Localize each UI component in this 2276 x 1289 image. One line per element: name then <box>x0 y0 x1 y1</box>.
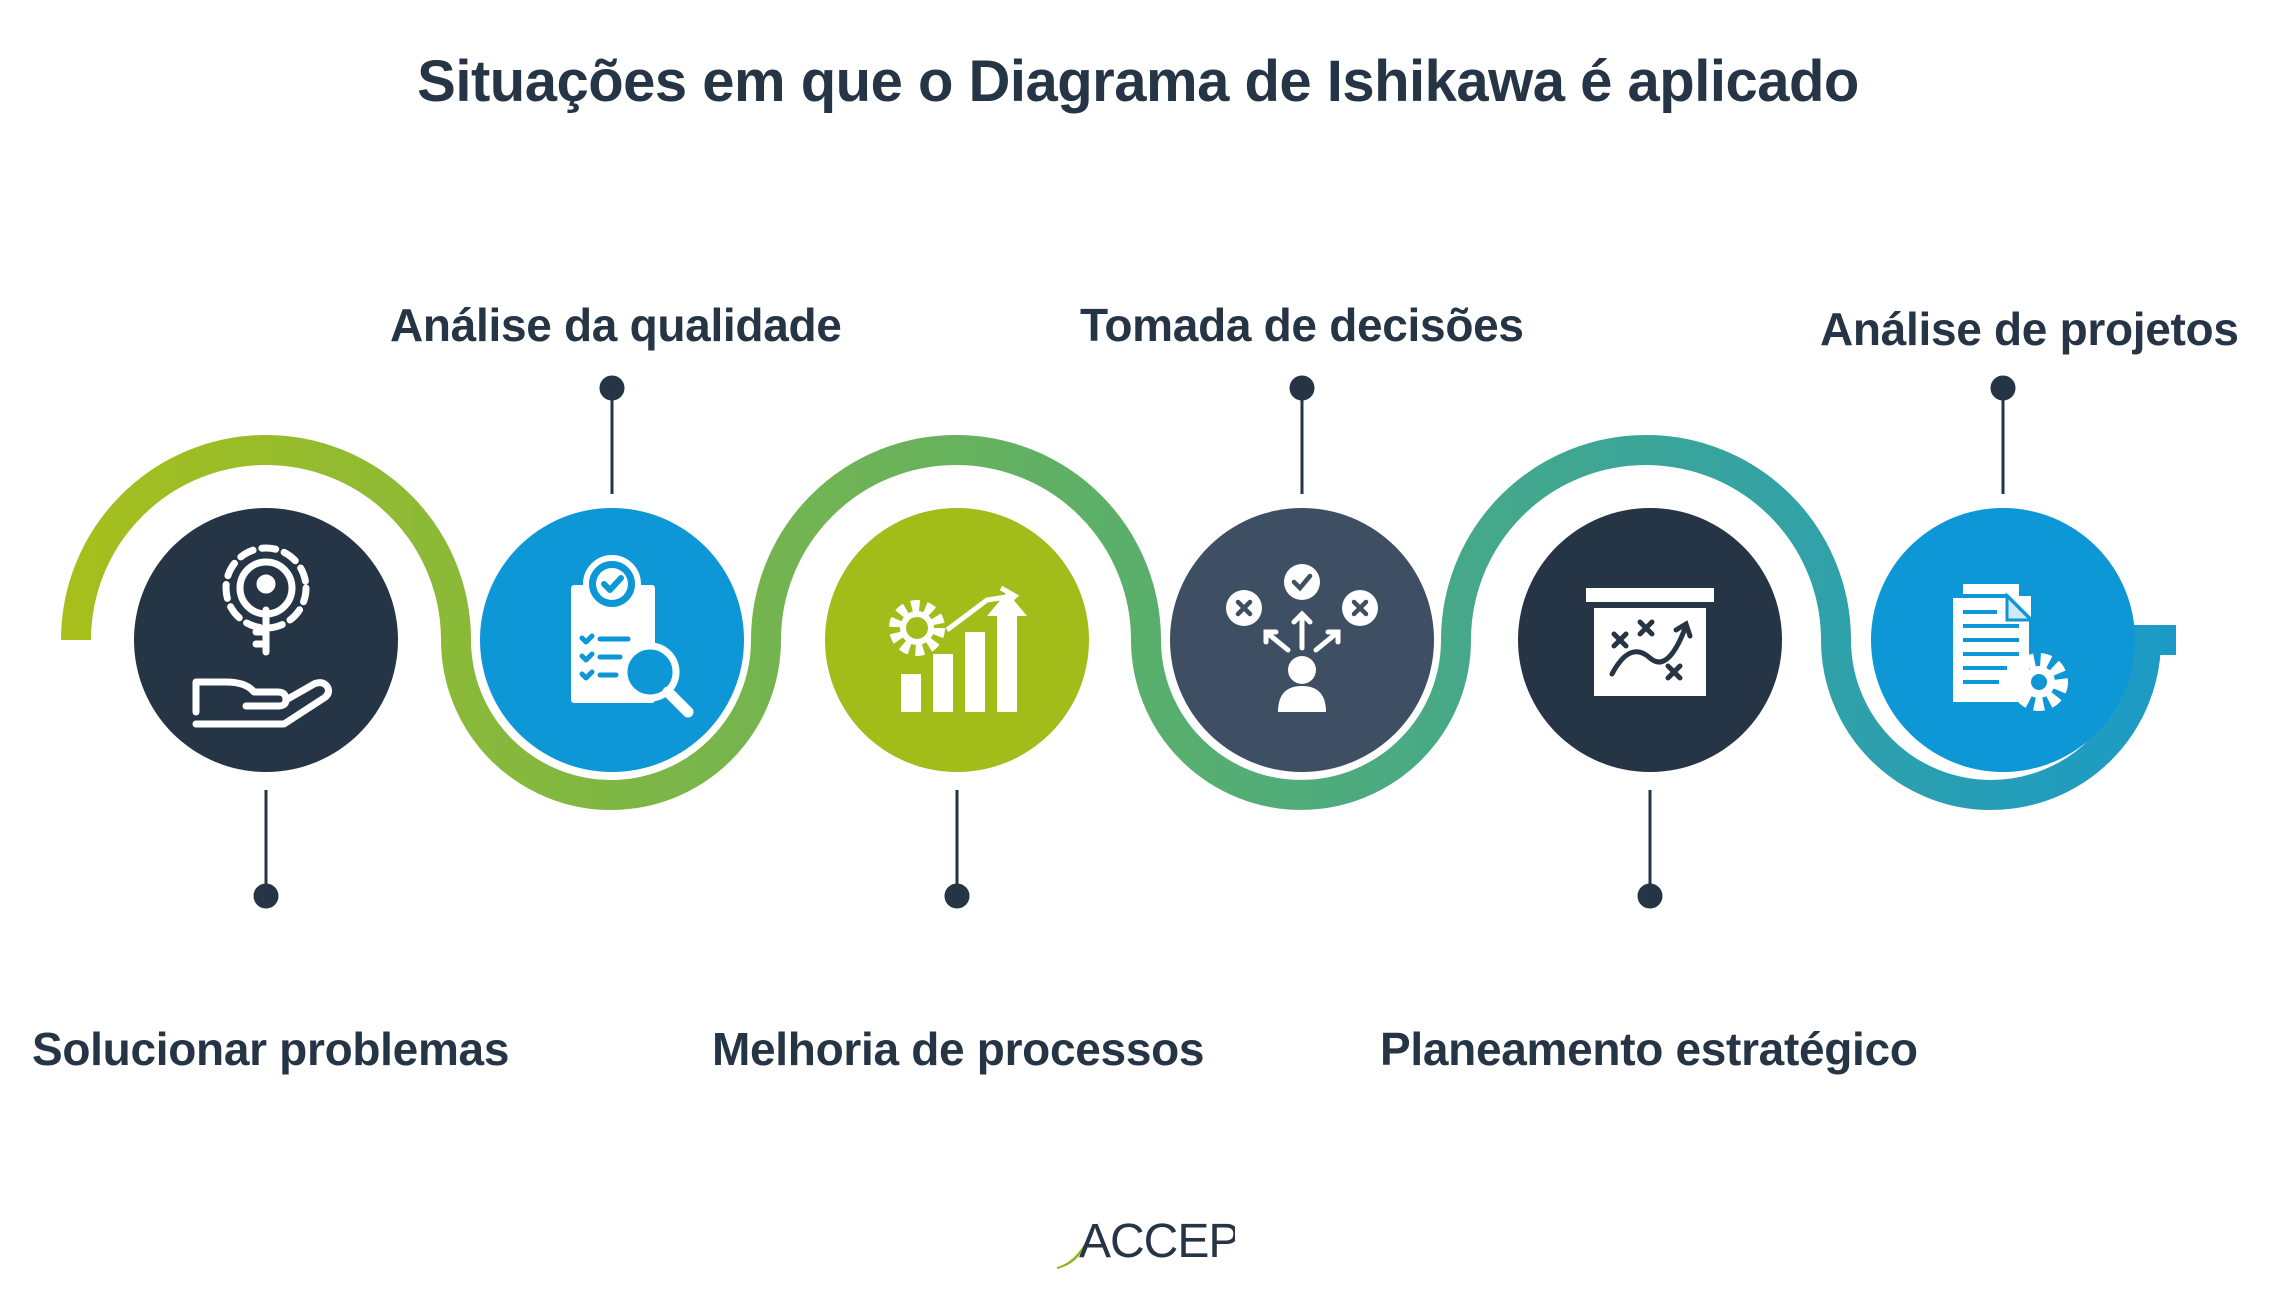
connector-dot-4 <box>1289 375 1315 401</box>
connector-dot-6 <box>1990 375 2016 401</box>
quality-report-magnifier-icon <box>571 555 694 718</box>
growth-chart-gear-icon <box>889 585 1027 712</box>
page-title: Situações em que o Diagrama de Ishikawa … <box>417 49 1859 114</box>
step-label-5: Planeamento estratégico <box>1380 1023 1918 1075</box>
connector-dot-5 <box>1637 883 1663 909</box>
decision-person-icon <box>1226 564 1378 712</box>
step-label-4: Tomada de decisões <box>1080 299 1524 351</box>
document-gear-icon <box>1949 584 2068 711</box>
strategy-board-icon <box>1586 588 1714 696</box>
connector-dot-3 <box>944 883 970 909</box>
step-label-6: Análise de projetos <box>1820 303 2239 355</box>
accept-logo: ACCEPT <box>1057 1215 1235 1269</box>
connector-dot-2 <box>599 375 625 401</box>
wave-path <box>61 435 2176 810</box>
hand-key-gear-icon <box>192 544 332 728</box>
step-label-1: Solucionar problemas <box>32 1023 510 1075</box>
connector-dot-1 <box>253 883 279 909</box>
svg-text:ACCEPT: ACCEPT <box>1079 1215 1235 1268</box>
step-label-2: Análise da qualidade <box>390 299 842 351</box>
step-circle-3 <box>825 508 1089 772</box>
step-label-3: Melhoria de processos <box>712 1023 1205 1075</box>
